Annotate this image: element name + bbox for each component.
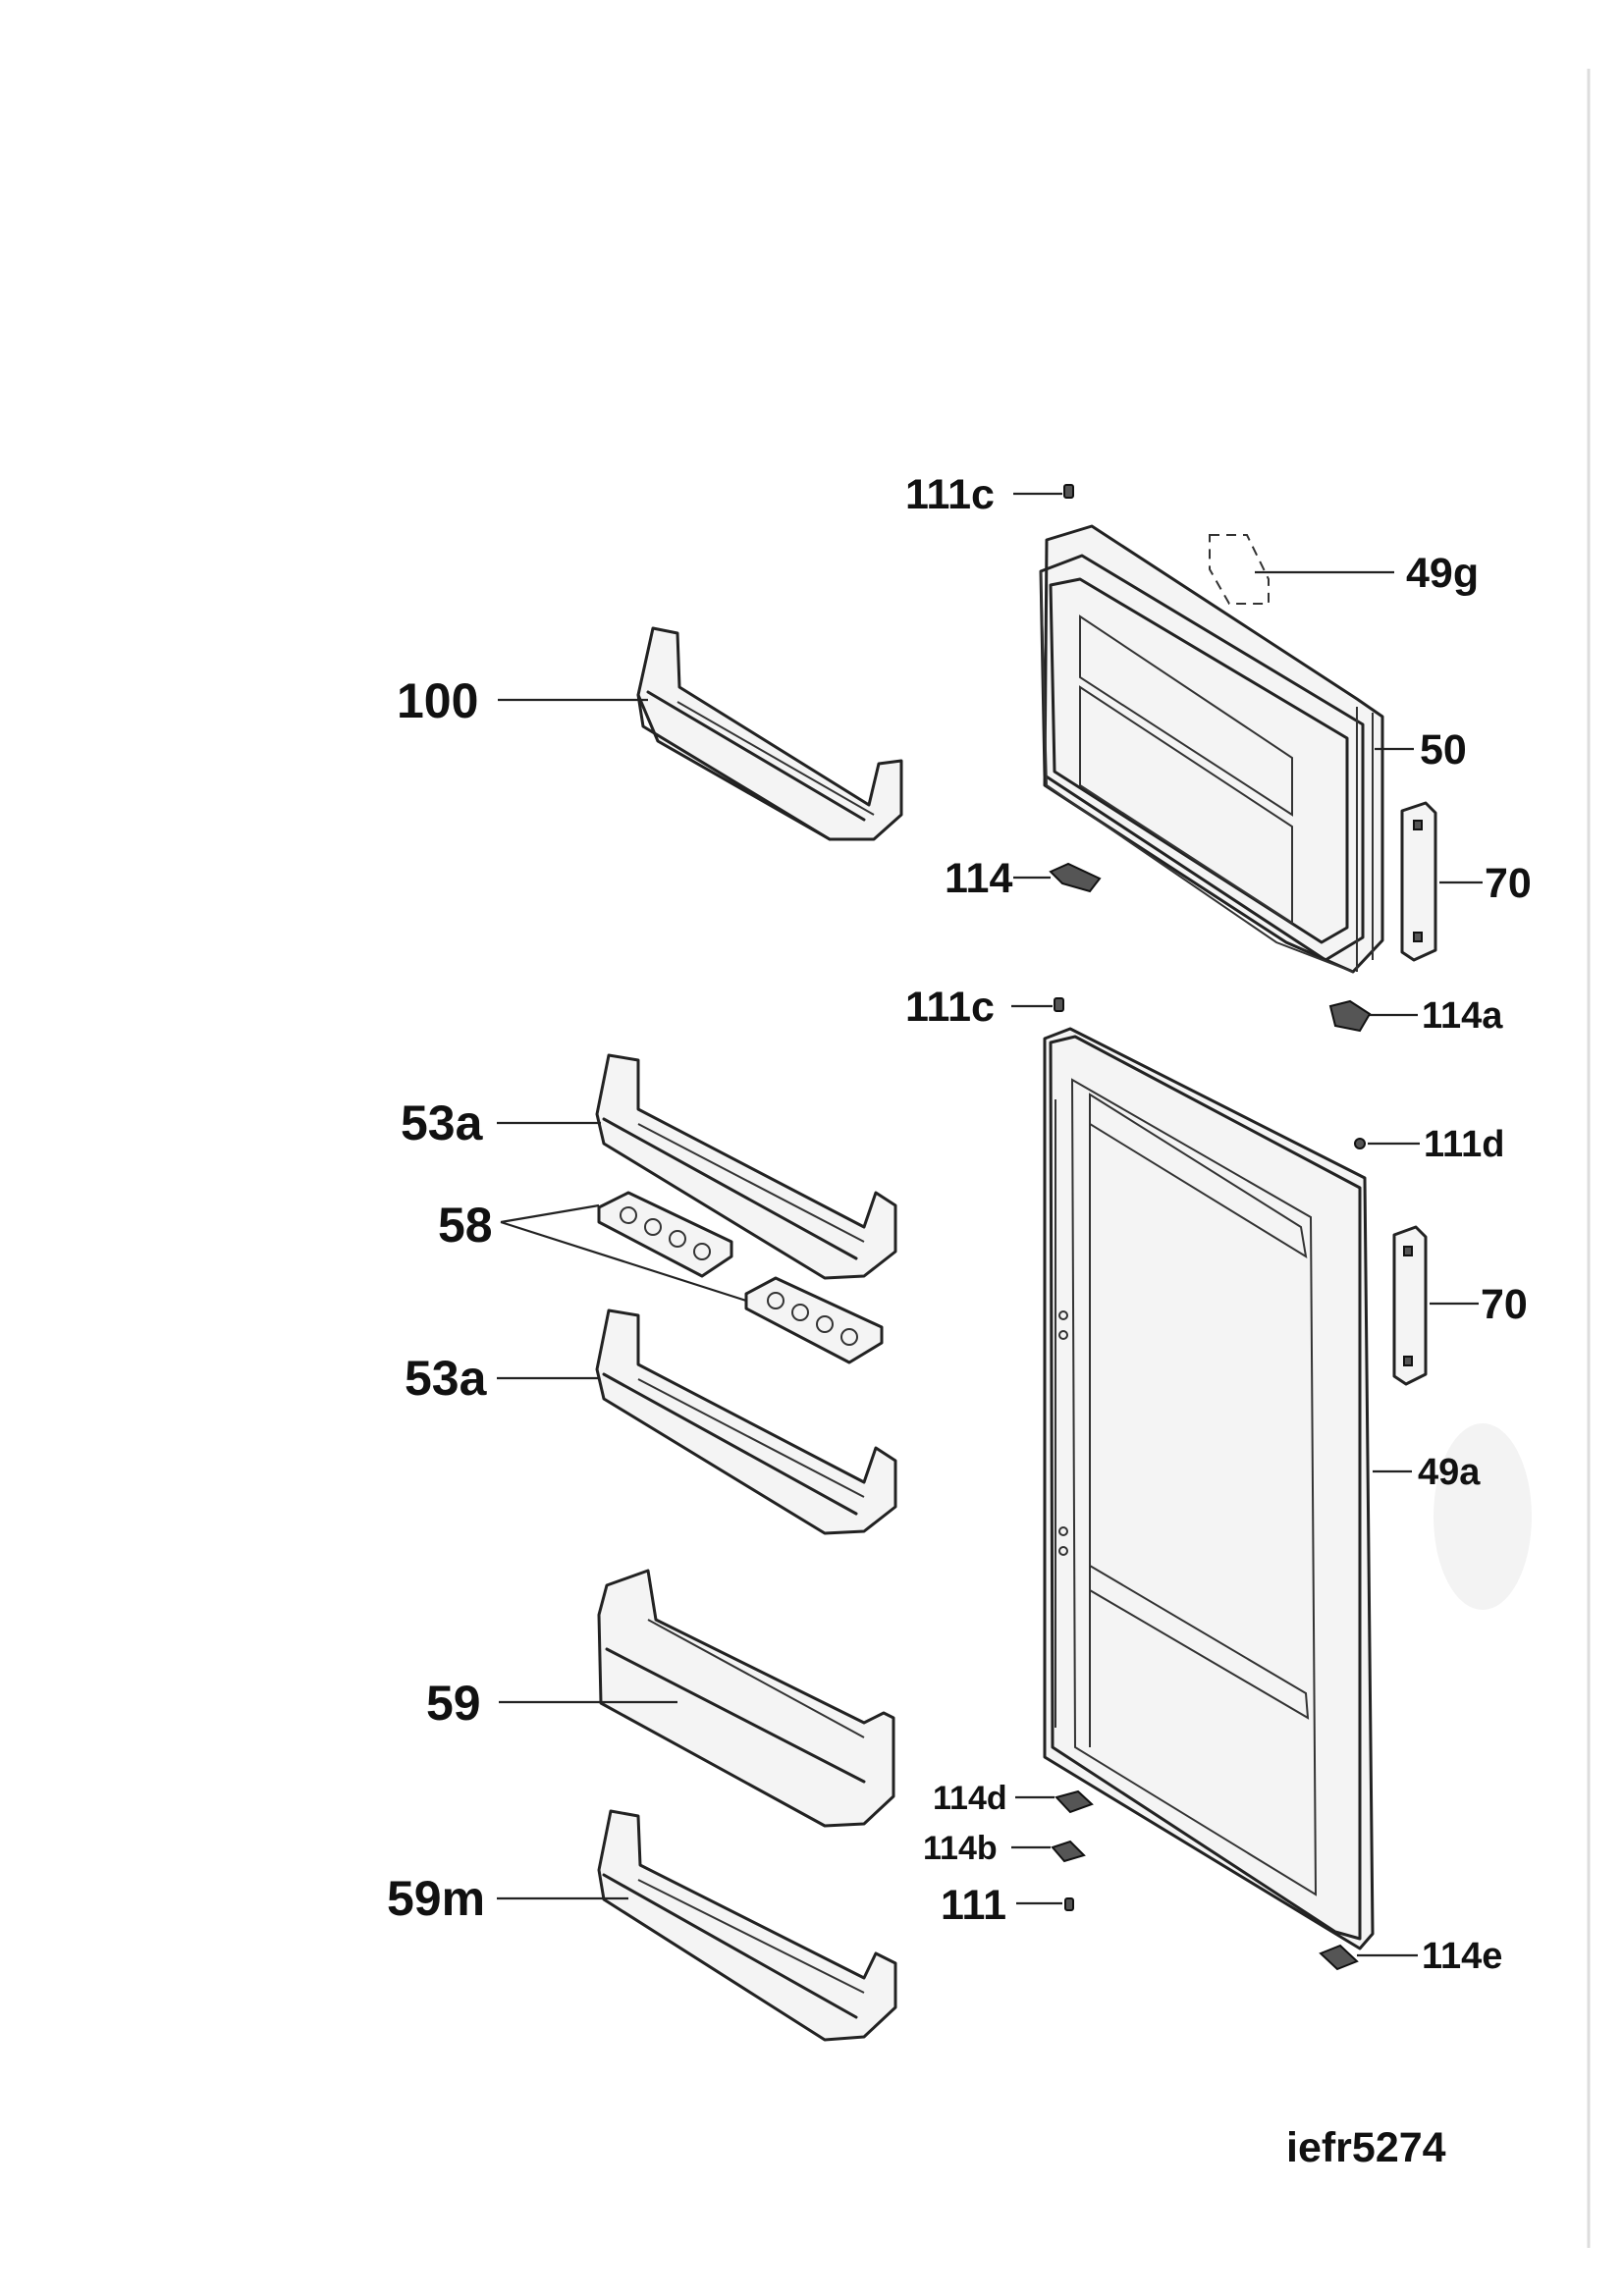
label-114e: 114e [1422, 1936, 1502, 1977]
label-114d: 114d [933, 1780, 1007, 1817]
label-111: 111 [941, 1882, 1006, 1929]
label-111d: 111d [1424, 1124, 1504, 1165]
part-111c-top: 111c [905, 471, 1074, 518]
part-59-shelf: 59 [426, 1569, 895, 1828]
label-111c-mid: 111c [905, 984, 995, 1031]
label-49a: 49a [1418, 1452, 1481, 1493]
part-111d-pin: 111d [1354, 1124, 1504, 1165]
label-100: 100 [397, 673, 478, 728]
label-114a: 114a [1422, 995, 1503, 1037]
part-58-egg-trays: 58 [438, 1191, 884, 1364]
label-114b: 114b [923, 1830, 998, 1867]
label-53a-bottom: 53a [405, 1351, 488, 1406]
part-53a-bottom-shelf: 53a [405, 1308, 897, 1535]
part-111-screw: 111 [941, 1882, 1074, 1929]
label-70-mid: 70 [1481, 1281, 1528, 1328]
part-114e: 114e [1319, 1936, 1502, 1977]
label-50: 50 [1420, 726, 1467, 774]
label-70-top: 70 [1485, 860, 1532, 907]
label-49g: 49g [1406, 550, 1479, 597]
part-114d: 114d [933, 1780, 1094, 1817]
part-49g: 49g [1209, 534, 1479, 605]
label-114: 114 [945, 855, 1012, 902]
part-111c-mid: 111c [905, 984, 1064, 1031]
part-50-freezer-door: 50 [1039, 524, 1467, 974]
part-100-shelf: 100 [397, 626, 903, 841]
part-53a-top-shelf: 53a [401, 1053, 897, 1280]
label-53a-top: 53a [401, 1095, 484, 1150]
ghost-shape [1434, 1423, 1532, 1610]
part-114b: 114b [923, 1830, 1086, 1867]
label-111c-top: 111c [905, 471, 995, 518]
part-114-hinge: 114 [945, 855, 1102, 902]
part-70-mid-handle: 70 [1392, 1225, 1528, 1386]
part-114a-hinge: 114a [1328, 995, 1503, 1037]
label-58: 58 [438, 1198, 493, 1253]
part-59m-shelf: 59m [387, 1809, 897, 2042]
diagram-code: iefr5274 [1286, 2124, 1446, 2171]
part-49a-fridge-door: 49a [1043, 1027, 1481, 1950]
label-59: 59 [426, 1676, 481, 1731]
part-70-top-handle: 70 [1400, 801, 1532, 962]
label-59m: 59m [387, 1871, 485, 1926]
